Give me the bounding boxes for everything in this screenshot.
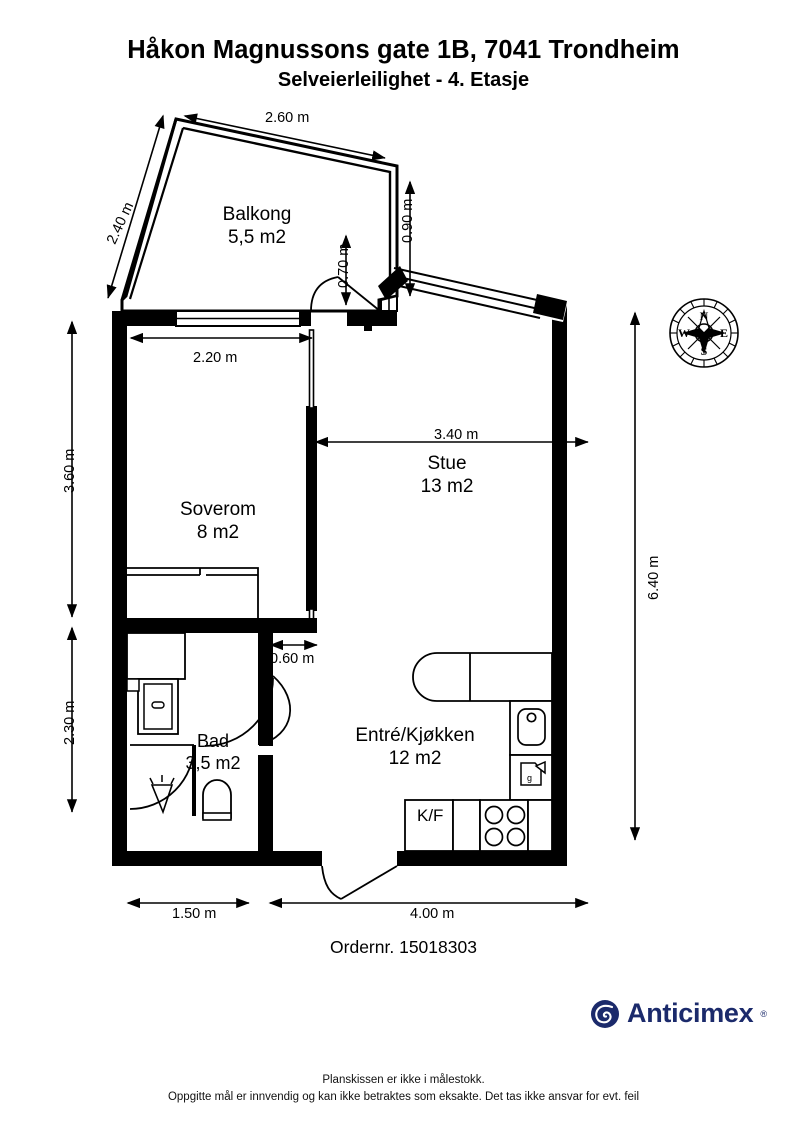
anticimex-spiral-icon [591,999,620,1028]
exterior-walls [112,266,567,866]
svg-text:g: g [527,773,532,783]
anticimex-logo: Anticimex ® [590,998,767,1029]
room-label-bad: Bad 3,5 m2 [185,731,241,773]
compass-rose: N S E W [669,298,739,368]
interior-walls [127,329,317,851]
disclaimer-line-1: Planskissen er ikke i målestokk. [322,1074,485,1086]
property-subtitle: Selveierleilighet - 4. Etasje [277,68,530,91]
hall-door-swing [204,677,274,747]
fridge-freezer-label: K/F [417,806,444,825]
dishwasher-icon: g [520,760,546,786]
room-label-stue: Stue 13 m2 [420,453,474,498]
dim-left-upper: 3.60 m [62,448,78,493]
compass-label-west: W [678,326,690,340]
dim-bottom-left: 1.50 m [172,906,217,922]
stove-burners-icon [484,805,526,847]
disclaimer: Planskissen er ikke i målestokk. Oppgitt… [0,1072,807,1107]
disclaimer-line-2: Oppgitte mål er innvendig og kan ikke be… [167,1091,640,1104]
compass-label-north: N [700,309,709,323]
compass-label-south: S [701,344,708,358]
bath-door [258,674,291,746]
balcony-door-right [380,294,398,312]
room-label-balkong: Balkong 5,5 m2 [222,204,292,249]
page-title: Håkon Magnussons gate 1B, 7041 Trondheim… [0,36,807,92]
entry-door [321,865,398,900]
property-address: Håkon Magnussons gate 1B, 7041 Trondheim [127,36,680,64]
dim-living-width: 3.40 m [434,427,479,443]
dim-bottom-right: 4.00 m [410,906,455,922]
dim-balcony-right: 0.90 m [400,198,416,243]
room-label-soverom: Soverom 8 m2 [179,499,257,544]
anticimex-wordmark: Anticimex [627,998,754,1028]
room-label-kjokken: Entré/Kjøkken 12 m2 [355,725,475,770]
floorplan-drawing: g [66,113,739,909]
registered-mark: ® [760,1008,767,1019]
dim-left-lower: 2.30 m [62,700,78,745]
dim-balcony-door: 0.70 m [336,243,352,288]
compass-label-east: E [720,326,728,340]
kitchen-sink-icon [517,708,546,746]
dim-right-total: 6.40 m [646,555,662,600]
dim-bedroom-width: 2.20 m [193,350,238,366]
dim-balcony-top: 2.60 m [265,110,310,126]
bathroom-fixtures [126,632,232,821]
dimension-lines [66,113,641,909]
dim-hall-opening: 0.60 m [270,651,315,667]
order-number: Ordernr. 15018303 [330,937,477,957]
bedroom-wardrobe [127,567,259,618]
